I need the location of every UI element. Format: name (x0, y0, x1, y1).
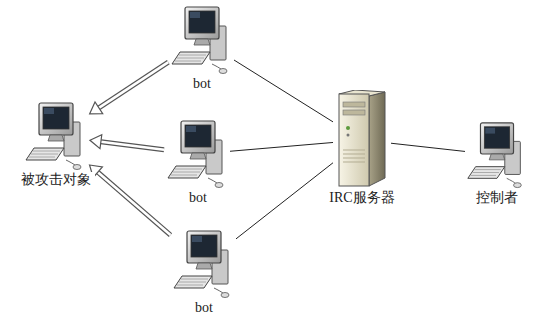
node-label: bot (166, 190, 230, 206)
link-line (234, 60, 333, 122)
computer-icon (465, 120, 529, 190)
computer-icon (24, 100, 88, 172)
computer-node: bot (166, 118, 230, 206)
node-label: bot (172, 300, 236, 316)
node-label: 被攻击对象 (17, 172, 95, 188)
computer-icon (172, 228, 236, 300)
computer-node: bot (172, 228, 236, 316)
computer-node: 被攻击对象 (17, 100, 95, 188)
server-icon (333, 90, 391, 190)
node-label: bot (170, 76, 234, 92)
server-node: IRC服务器 (325, 90, 399, 206)
attack-arrow (90, 165, 171, 235)
computer-icon (170, 4, 234, 76)
node-label: 控制者 (465, 190, 529, 206)
computer-node: 控制者 (465, 120, 529, 206)
link-line (236, 163, 333, 239)
computer-icon (166, 118, 230, 190)
node-label: IRC服务器 (325, 190, 399, 206)
attack-arrow (90, 135, 164, 150)
link-line (391, 143, 465, 151)
computer-node: bot (170, 4, 234, 92)
attack-arrow (90, 62, 169, 114)
link-line (230, 142, 333, 151)
